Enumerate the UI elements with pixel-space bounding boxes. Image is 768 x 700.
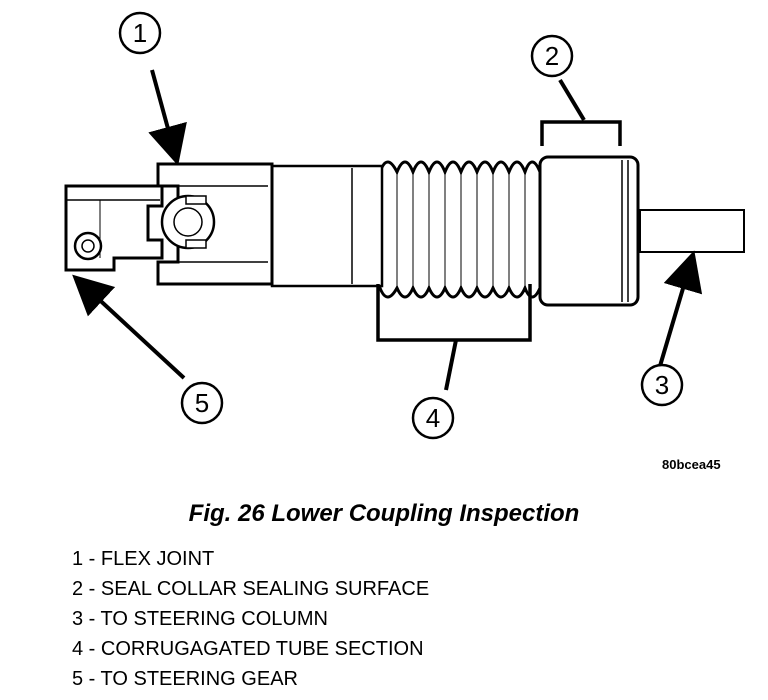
image-code: 80bcea45 (662, 457, 721, 472)
leader-arrow-4 (444, 339, 458, 391)
legend-item-seal-collar: 2 - SEAL COLLAR SEALING SURFACE (72, 578, 430, 600)
coupling-tube (270, 164, 384, 288)
leader-arrow-1 (148, 69, 187, 166)
callout-5: 5 (180, 381, 224, 425)
figure-caption: Fig. 26 Lower Coupling Inspection (188, 500, 580, 527)
seal-collar-bracket (540, 120, 622, 146)
leader-arrows (72, 69, 703, 391)
svg-text:2: 2 (545, 41, 559, 71)
callout-2: 2 (530, 34, 574, 78)
leader-arrow-2 (558, 78, 586, 122)
callout-4: 4 (411, 396, 455, 440)
legend-item-steering-column: 3 - TO STEERING COLUMN (72, 608, 328, 630)
corrugated-tube (378, 160, 542, 299)
callout-3: 3 (640, 363, 684, 407)
legend-list: 1 - FLEX JOINT 2 - SEAL COLLAR SEALING S… (72, 544, 429, 694)
svg-text:1: 1 (133, 18, 147, 48)
leader-arrow-5 (72, 274, 186, 380)
svg-text:4: 4 (426, 403, 440, 433)
steering-column-shaft (639, 209, 745, 253)
seal-collar (538, 155, 640, 307)
legend-item-flex-joint: 1 - FLEX JOINT (72, 548, 215, 570)
svg-text:5: 5 (195, 388, 209, 418)
leader-arrow-3 (658, 250, 703, 367)
steering-gear-yoke (64, 184, 164, 272)
legend-item-corrugated-tube: 4 - CORRUGAGATED TUBE SECTION (72, 638, 424, 660)
callout-1: 1 (118, 11, 162, 55)
legend-item-steering-gear: 5 - TO STEERING GEAR (72, 668, 298, 690)
flex-joint (156, 162, 274, 286)
svg-text:3: 3 (655, 370, 669, 400)
